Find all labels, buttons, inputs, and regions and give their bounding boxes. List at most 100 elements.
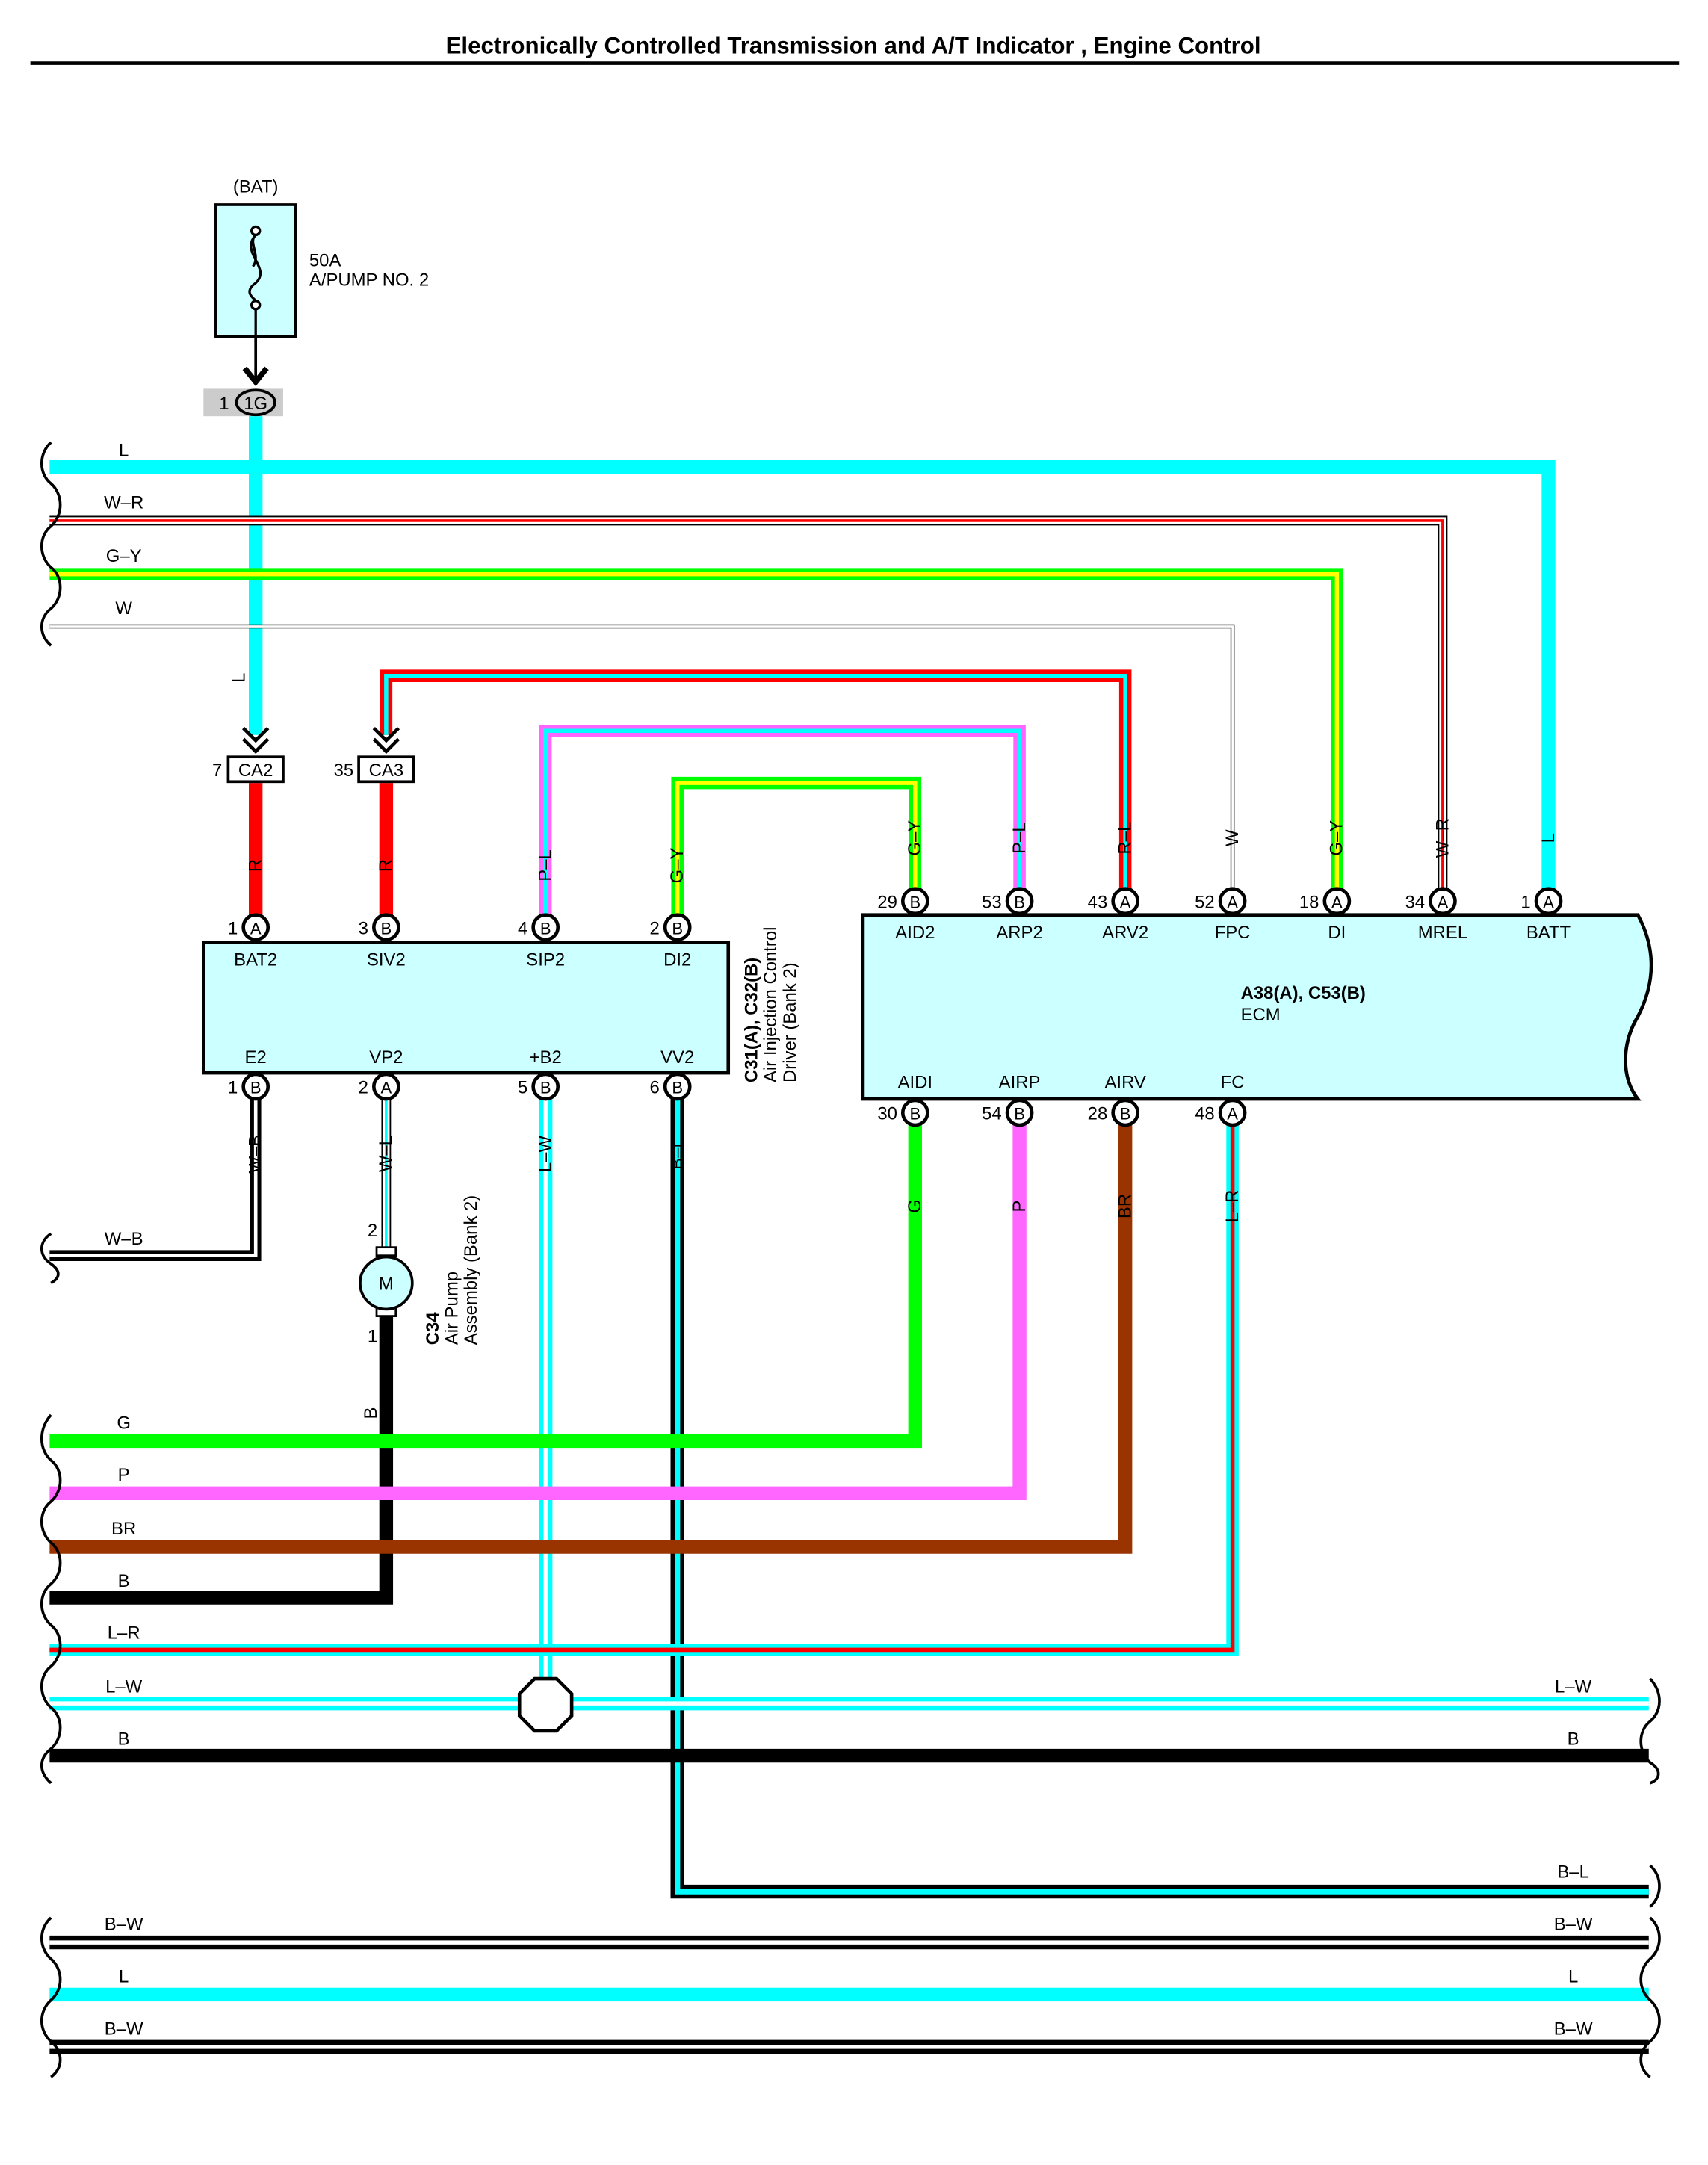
pin-name: VP2: [369, 1047, 403, 1068]
air-pump-motor: M 2 1: [359, 1221, 414, 1347]
wire-color-label: P–L: [536, 849, 556, 882]
pin-name: E2: [245, 1047, 267, 1068]
pin-name: DI2: [663, 950, 691, 970]
pin-number: 4: [518, 918, 527, 938]
pin-number: 18: [1299, 892, 1319, 912]
pin-name: AIRP: [999, 1072, 1041, 1092]
wire-color-label: G: [905, 1199, 925, 1213]
wire-color-label: R: [376, 859, 396, 872]
fuse-arrow: [242, 336, 269, 387]
left-break-marks: [40, 441, 62, 2078]
wire-bl-vv2: [670, 1099, 1649, 1899]
diagram-title: Electronically Controlled Transmission a…: [446, 33, 1261, 59]
bus-label-right: B–W: [1554, 1915, 1593, 1935]
connector-ca2: CA2 7: [212, 726, 285, 784]
pin-connector-letter: B: [1120, 1105, 1131, 1124]
pump-pin-top: 2: [368, 1221, 377, 1241]
wire-color-label: L–R: [1222, 1190, 1243, 1223]
wire-color-label: W–B: [246, 1135, 266, 1174]
pin-number: 52: [1195, 892, 1215, 912]
pin-number: 2: [650, 918, 660, 938]
pin-connector-letter: A: [1120, 893, 1131, 911]
pin-connector-letter: B: [381, 919, 392, 938]
pin-number: 53: [982, 892, 1002, 912]
pin-number: 43: [1088, 892, 1108, 912]
bus-label-left: W–B: [105, 1229, 143, 1249]
pin-connector-letter: A: [1331, 893, 1343, 911]
wire-wr-mrel: [49, 515, 1448, 902]
wire-pl-sip2-arp2: [539, 724, 1026, 918]
wire-color-label: W: [1222, 829, 1243, 846]
wire-lr-fc: [49, 1115, 1239, 1656]
pin-connector-letter: A: [250, 919, 262, 938]
pin-connector-letter: B: [540, 919, 551, 938]
svg-text:CA2: CA2: [238, 761, 273, 781]
wire-p-airp: [49, 1115, 1027, 1501]
svg-text:Air Injection Control: Air Injection Control: [761, 927, 781, 1082]
pin-name: AID2: [895, 923, 935, 943]
pin-number: 28: [1088, 1104, 1108, 1124]
ecm-top-pins: B29AID2G–YB53ARP2P–LA43ARV2R–LA52FPCWA18…: [877, 818, 1571, 943]
pin-number: 29: [877, 892, 897, 912]
bus-label-left: B–W: [105, 2019, 143, 2039]
pin-number: 1: [228, 918, 238, 938]
bus-label-right: L: [1568, 1966, 1578, 1986]
wire-br-airv: [49, 1115, 1133, 1554]
wire-color-label: L–W: [536, 1136, 556, 1173]
bus-label-left: L: [119, 1966, 129, 1986]
wire-color-label: P: [1009, 1201, 1030, 1212]
ecm-box: [861, 913, 1653, 1101]
motor-symbol: M: [379, 1274, 394, 1295]
wire-w-fpc: [49, 624, 1235, 902]
pin-connector-letter: B: [909, 893, 920, 911]
pin-name: MREL: [1418, 923, 1467, 943]
pin-connector-letter: A: [1227, 893, 1238, 911]
splice-junction: [517, 1676, 574, 1733]
junction-1g: [235, 388, 276, 417]
wire-color-label: G–Y: [905, 820, 925, 856]
pin-connector-letter: B: [909, 1105, 920, 1124]
pin-number: 1: [1520, 892, 1530, 912]
pin-number: 1: [228, 1078, 238, 1098]
fuse-source: (BAT): [233, 176, 279, 196]
wire-color-label: G–Y: [667, 848, 687, 884]
pin-connector-letter: B: [1014, 1105, 1025, 1124]
bus-label-left: W: [115, 598, 132, 619]
pin-name: +B2: [530, 1047, 562, 1068]
svg-text:CA3: CA3: [369, 761, 403, 781]
wire-color-label: P–L: [1009, 822, 1030, 854]
driver-label: C31(A), C32(B) Air Injection Control Dri…: [741, 927, 799, 1082]
wire-color-label: R: [246, 859, 266, 872]
bus-label-left: L–R: [108, 1623, 140, 1644]
junction-id: 1G: [244, 394, 267, 414]
pin-name: SIP2: [526, 950, 565, 970]
pump-pin-bottom: 1: [368, 1327, 377, 1347]
bus-label-right: L–W: [1555, 1676, 1592, 1697]
pin-name: BATT: [1526, 923, 1571, 943]
pin-name: DI: [1328, 923, 1346, 943]
bus-label-left: W–R: [104, 492, 143, 512]
pin-number: 3: [359, 918, 368, 938]
pin-name: VV2: [660, 1047, 694, 1068]
pin-number: 48: [1195, 1104, 1215, 1124]
connector-ca3: CA3 35: [334, 726, 415, 784]
svg-text:35: 35: [334, 761, 354, 781]
pin-name: AIDI: [898, 1072, 932, 1092]
svg-text:Driver (Bank 2): Driver (Bank 2): [780, 962, 800, 1082]
right-bus-labels: L–WBB–LB–WLB–W: [1554, 1676, 1593, 2039]
